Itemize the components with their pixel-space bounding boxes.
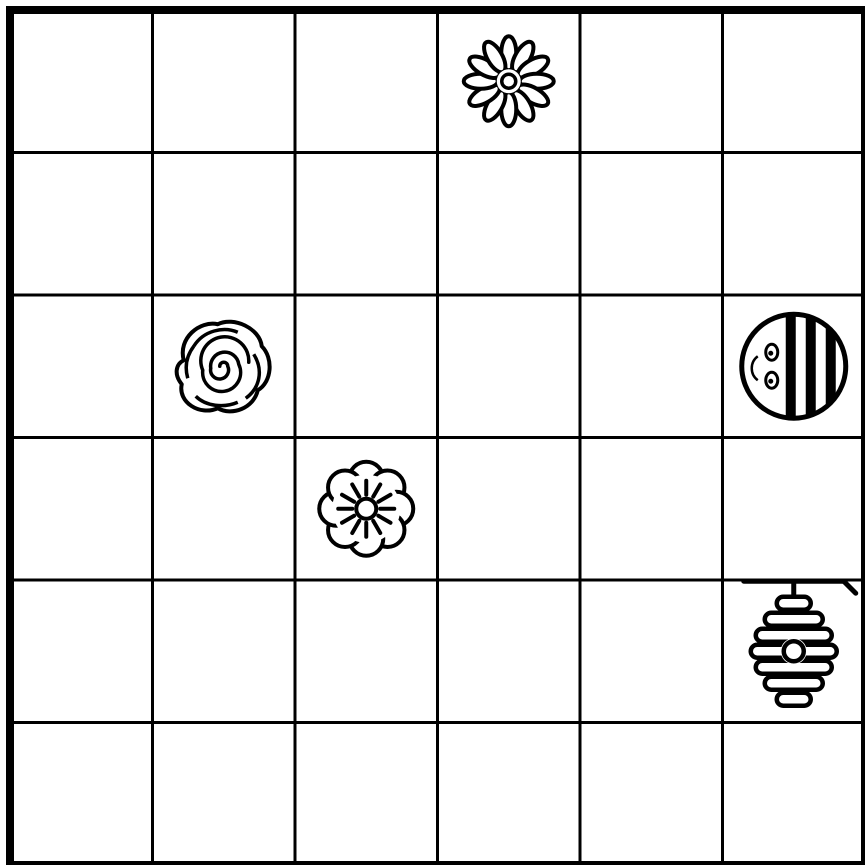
- board-cell-r0-c1[interactable]: [153, 10, 296, 153]
- board-cell-r3-c3[interactable]: [438, 438, 581, 581]
- board-cell-r4-c3[interactable]: [438, 580, 581, 723]
- board-cell-r3-c0[interactable]: [10, 438, 153, 581]
- board-cell-r4-c4[interactable]: [580, 580, 723, 723]
- board-cell-r5-c2[interactable]: [295, 723, 438, 865]
- board-cell-r5-c1[interactable]: [153, 723, 296, 865]
- board-cell-r1-c1[interactable]: [153, 153, 296, 296]
- board-cell-r2-c3[interactable]: [438, 295, 581, 438]
- board-cell-r0-c4[interactable]: [580, 10, 723, 153]
- board-cell-r1-c3[interactable]: [438, 153, 581, 296]
- board-cell-r1-c0[interactable]: [10, 153, 153, 296]
- board-cell-r2-c2[interactable]: [295, 295, 438, 438]
- board-cell-r3-c5[interactable]: [723, 438, 865, 581]
- board-cell-r4-c0[interactable]: [10, 580, 153, 723]
- board-cell-r0-c2[interactable]: [295, 10, 438, 153]
- board-cell-r3-c4[interactable]: [580, 438, 723, 581]
- blossom-flower-icon: [319, 462, 413, 556]
- board-cell-r4-c2[interactable]: [295, 580, 438, 723]
- board-cell-r2-c0[interactable]: [10, 295, 153, 438]
- board-cell-r1-c4[interactable]: [580, 153, 723, 296]
- board-cell-r1-c2[interactable]: [295, 153, 438, 296]
- rose-flower-icon: [177, 322, 270, 412]
- board-cell-r5-c4[interactable]: [580, 723, 723, 865]
- board-cell-r5-c5[interactable]: [723, 723, 865, 865]
- board-cell-r1-c5[interactable]: [723, 153, 865, 296]
- board-cell-r4-c1[interactable]: [153, 580, 296, 723]
- board-cell-r3-c1[interactable]: [153, 438, 296, 581]
- board-cell-r0-c0[interactable]: [10, 10, 153, 153]
- board-cell-r2-c4[interactable]: [580, 295, 723, 438]
- board-cell-r5-c3[interactable]: [438, 723, 581, 865]
- board-cell-r5-c0[interactable]: [10, 723, 153, 865]
- board-cell-r0-c5[interactable]: [723, 10, 865, 153]
